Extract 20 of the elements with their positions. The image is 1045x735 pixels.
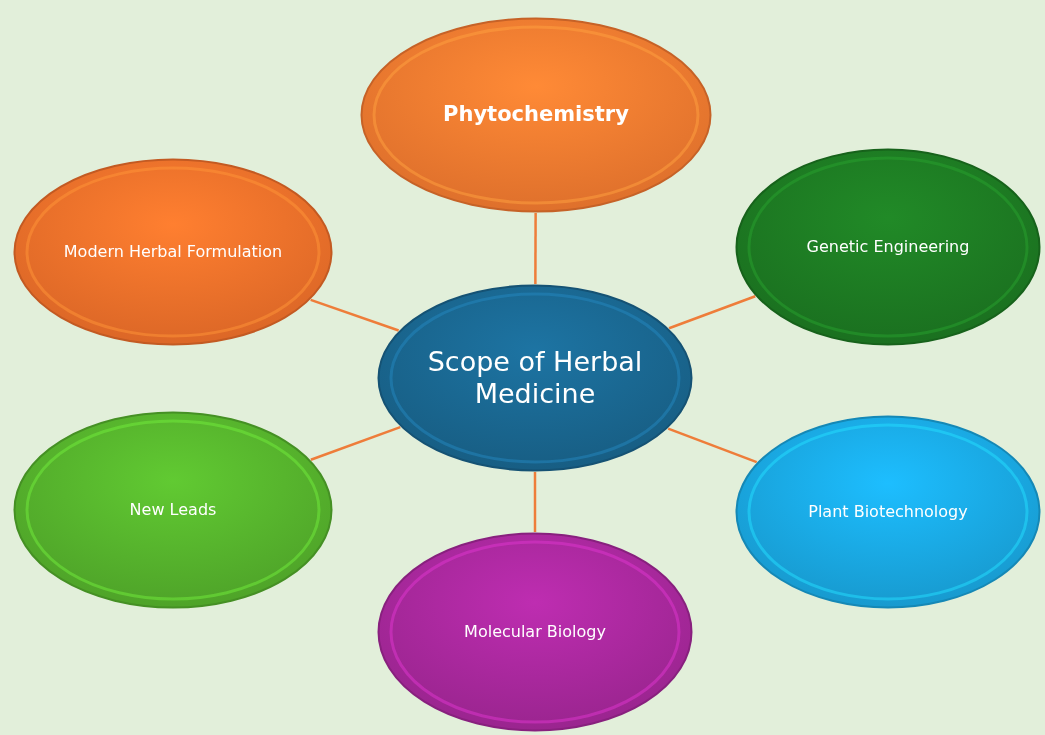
topic-ellipse bbox=[13, 411, 333, 609]
connector-line bbox=[668, 295, 756, 330]
topic-label: Molecular Biology bbox=[463, 622, 607, 642]
topic-label: Genetic Engineering bbox=[805, 237, 971, 257]
topic-ellipse bbox=[377, 284, 693, 472]
topic-label: Scope of Herbal Medicine bbox=[426, 345, 644, 411]
connector-line bbox=[667, 427, 758, 464]
connector-line bbox=[533, 472, 537, 532]
topic-ellipse bbox=[735, 415, 1041, 609]
connector-line bbox=[310, 298, 400, 332]
topic-label: Phytochemistry bbox=[442, 102, 630, 128]
topic-label: Modern Herbal Formulation bbox=[62, 242, 284, 262]
topic-ellipse bbox=[377, 532, 693, 732]
connector-line bbox=[534, 213, 537, 284]
topic-label: New Leads bbox=[128, 500, 218, 520]
topic-ellipse bbox=[13, 158, 333, 346]
topic-ellipse bbox=[735, 148, 1041, 346]
topic-ellipse bbox=[360, 17, 712, 213]
topic-label: Plant Biotechnology bbox=[807, 502, 969, 522]
connector-line bbox=[310, 425, 401, 461]
